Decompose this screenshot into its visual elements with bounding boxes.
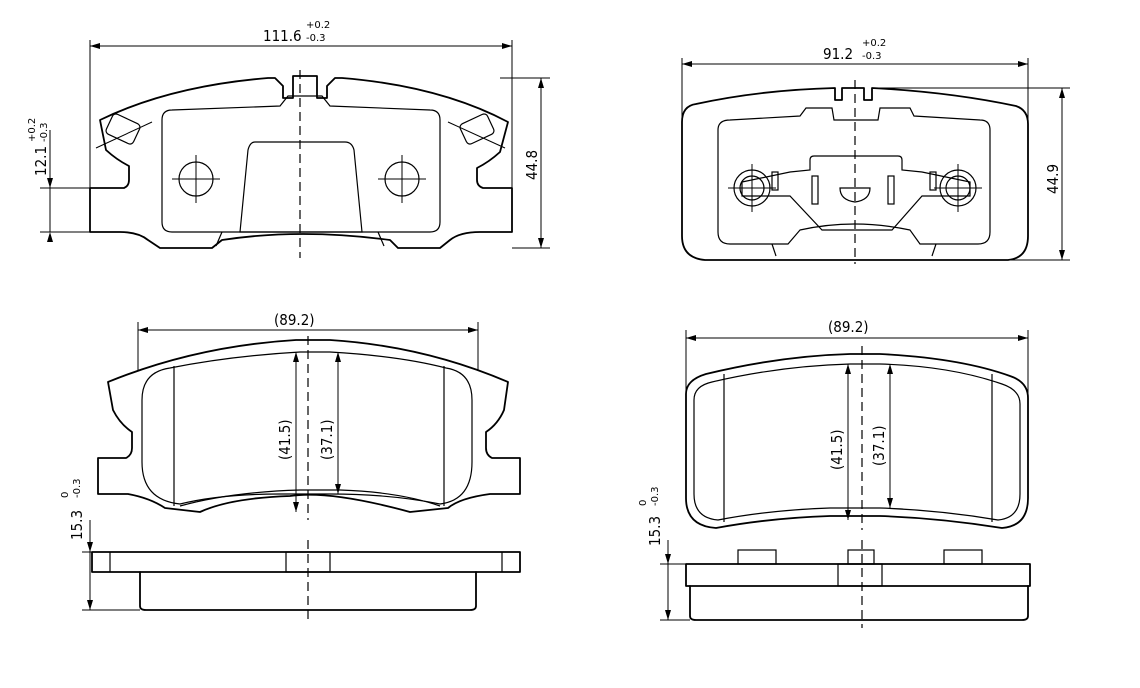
clip-left [728,164,776,212]
center-bracket [741,155,971,231]
height-dim-value: 44.8 [523,150,541,180]
friction-material-outline [693,363,1021,521]
clip-right [459,113,495,145]
backing-plate-outline [97,339,521,513]
side-dim-value: 12.1 [32,146,50,176]
side-dim-tol-lower: -0.3 [39,122,50,142]
view-bottom-left-side-profile: 15.3 0 -0.3 [60,478,521,622]
spring-marks [771,171,937,205]
thickness-dim-tol-upper: 0 [638,500,649,506]
inner-height-a-value: (41.5) [276,419,294,460]
view-bottom-right-friction-side: (89.2) (41.5) (37.1) [685,318,1029,530]
width-dim-tol-upper: +0.2 [862,38,886,49]
width-dim-tol-upper: +0.2 [306,20,330,31]
friction-profile [689,585,1029,621]
backing-plate-outline [89,75,513,249]
height-dim-value: 44.9 [1044,164,1062,194]
thickness-dim-value: 15.3 [68,510,86,540]
view-bottom-left-friction-side: (89.2) (41.5) (37.1) [97,311,521,520]
thickness-dim-value: 15.3 [646,516,664,546]
side-dim-tol-upper: +0.2 [27,118,38,142]
friction-material-outline [141,351,473,505]
inner-height-b-value: (37.1) [318,419,336,460]
thickness-dim-tol-upper: 0 [60,492,71,498]
inner-height-b-value: (37.1) [870,425,888,466]
view-bottom-right-side-profile: 15.3 0 -0.3 [638,486,1031,628]
backing-plate-outline [685,353,1029,529]
width-dim-value: (89.2) [828,318,869,336]
width-dim-value: 111.6 [263,27,302,45]
friction-outline-inner [161,95,441,233]
thickness-dim-tol-lower: -0.3 [650,486,661,506]
width-dim-tol-lower: -0.3 [306,33,326,44]
center-raised-trapezoid [239,141,363,233]
view-top-left-backing-plate: 111.6 +0.2 -0.3 44.8 12.1 +0.2 -0.3 [27,20,550,258]
backing-plate-profile [685,563,1031,587]
center-clip [839,187,871,203]
width-dim-value: (89.2) [274,311,315,329]
clip-right [934,164,982,212]
thickness-dim-tol-lower: -0.3 [72,478,83,498]
backing-plate-outline [681,87,1029,261]
inner-height-a-value: (41.5) [828,429,846,470]
friction-outline-inner [717,107,991,245]
width-dim-tol-lower: -0.3 [862,51,882,62]
hole-left [172,155,220,203]
clip-left [105,113,141,145]
backing-plate-profile [91,551,521,573]
view-top-right-backing-plate: 91.2 +0.2 -0.3 44.9 [681,38,1070,264]
width-dim-value: 91.2 [823,45,853,63]
hole-right [378,155,426,203]
